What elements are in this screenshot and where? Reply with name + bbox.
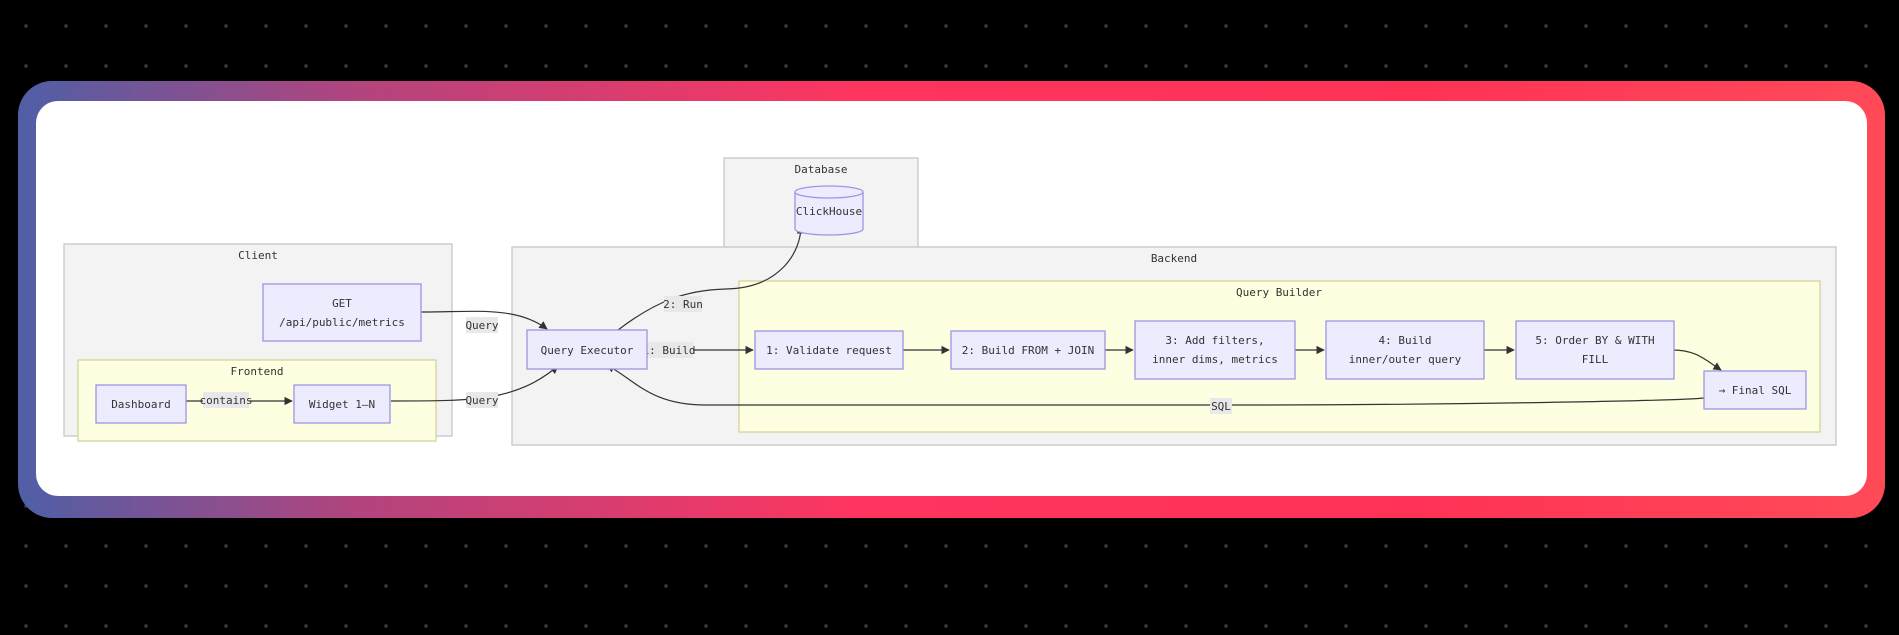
order-by-node: 5: Order BY & WITH FILL (1515, 320, 1675, 380)
widget-node: Widget 1–N (293, 384, 391, 424)
database-group: Database (723, 157, 919, 252)
svg-text:5: Order BY & WITH: 5: Order BY & WITH (1535, 334, 1654, 347)
gradient-frame: Database Client Frontend Backend Query B… (18, 81, 1885, 518)
svg-text:2: Build FROM + JOIN: 2: Build FROM + JOIN (962, 344, 1094, 357)
build-query-node: 4: Build inner/outer query (1325, 320, 1485, 380)
svg-text:1: Build: 1: Build (643, 344, 696, 357)
svg-text:ClickHouse: ClickHouse (796, 205, 862, 218)
edge-executor-clickhouse (617, 225, 806, 331)
edge-final-executor (606, 364, 1705, 406)
svg-text:inner/outer query: inner/outer query (1349, 353, 1462, 366)
query-builder-group-title: Query Builder (1236, 286, 1322, 299)
edge-label-sql: SQL (1210, 398, 1232, 414)
svg-text:1: Validate request: 1: Validate request (766, 344, 892, 357)
edge-order-final (1671, 349, 1722, 371)
validate-request-node: 1: Validate request (754, 330, 904, 370)
svg-text:GET: GET (332, 297, 352, 310)
edge-label-query-widget: Query (465, 392, 499, 408)
flowchart: Database Client Frontend Backend Query B… (63, 157, 1837, 446)
edge-label-query-get: Query (465, 317, 499, 333)
svg-text:SQL: SQL (1211, 400, 1231, 413)
svg-text:Query: Query (465, 319, 498, 332)
svg-text:FILL: FILL (1582, 353, 1609, 366)
svg-text:Dashboard: Dashboard (111, 398, 171, 411)
edge-get-executor (419, 310, 548, 330)
svg-text:contains: contains (200, 394, 253, 407)
svg-text:Widget 1–N: Widget 1–N (309, 398, 375, 411)
diagram-canvas: Database Client Frontend Backend Query B… (36, 101, 1867, 496)
svg-text:inner dims, metrics: inner dims, metrics (1152, 353, 1278, 366)
get-metrics-node: GET /api/public/metrics (262, 283, 422, 342)
frontend-group-title: Frontend (231, 365, 284, 378)
edge-label-contains: contains (200, 392, 253, 408)
edge-label-build: 1: Build (643, 342, 696, 358)
svg-text:3: Add filters,: 3: Add filters, (1165, 334, 1264, 347)
svg-text:→ Final SQL: → Final SQL (1719, 384, 1792, 397)
client-group-title: Client (238, 249, 278, 262)
svg-text:Query: Query (465, 394, 498, 407)
edge-label-run: 2: Run (663, 296, 703, 312)
svg-text:4: Build: 4: Build (1379, 334, 1432, 347)
clickhouse-node: ClickHouse (794, 185, 864, 236)
query-executor-node: Query Executor (526, 329, 648, 370)
svg-text:Query Executor: Query Executor (541, 344, 634, 357)
final-sql-node: → Final SQL (1703, 370, 1807, 410)
svg-text:2: Run: 2: Run (663, 298, 703, 311)
add-filters-node: 3: Add filters, inner dims, metrics (1134, 320, 1296, 380)
svg-text:/api/public/metrics: /api/public/metrics (279, 316, 405, 329)
database-group-title: Database (795, 163, 848, 176)
dashboard-node: Dashboard (95, 384, 187, 424)
backend-group-title: Backend (1151, 252, 1197, 265)
build-from-join-node: 2: Build FROM + JOIN (950, 330, 1106, 370)
